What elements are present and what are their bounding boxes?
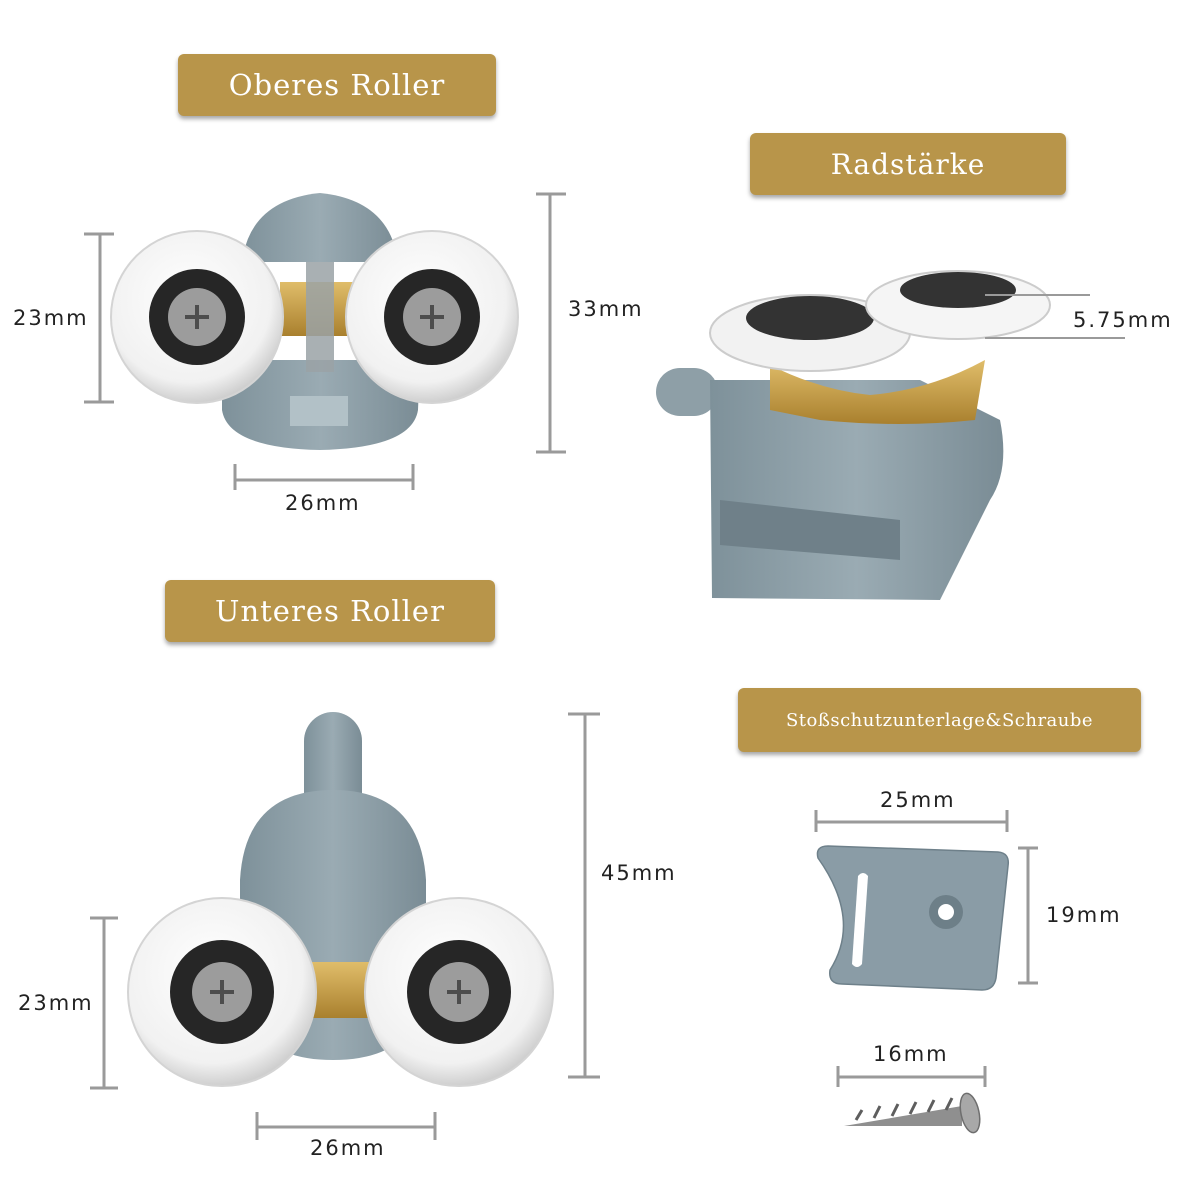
upper-roller-right-wheel (345, 230, 519, 404)
upper-roller-icon (110, 193, 519, 450)
upper-roller-width: 26mm (285, 491, 361, 515)
lower-roller-width: 26mm (310, 1136, 386, 1160)
upper-roller-label: Oberes Roller (178, 54, 496, 116)
upper-roller-height: 33mm (568, 297, 644, 321)
lower-roller-icon (127, 712, 554, 1087)
bumper-pad-icon (816, 845, 1010, 991)
pad-and-screw-label: Stoßschutzunterlage&Schraube (738, 688, 1141, 752)
screw-length: 16mm (873, 1042, 949, 1066)
pad-width: 25mm (880, 788, 956, 812)
side-roller-icon (656, 270, 1051, 600)
screw-dimension-line (836, 1066, 987, 1087)
lower-roller-label: Unteres Roller (165, 580, 495, 642)
wheel-thickness-value: 5.75mm (1073, 308, 1173, 332)
lower-roller-right-wheel (364, 897, 554, 1087)
lower-roller-wheel-diameter: 23mm (18, 991, 94, 1015)
upper-roller-left-wheel (110, 230, 284, 404)
pad-dimension-lines (814, 810, 1038, 985)
pad-height: 19mm (1046, 903, 1122, 927)
wheel-thickness-dimension-lines (985, 294, 1125, 339)
wheel-thickness-label: Radstärke (750, 133, 1066, 195)
lower-roller-dimension-lines (90, 712, 600, 1140)
lower-roller-height: 45mm (601, 861, 677, 885)
upper-roller-dimension-lines (84, 192, 566, 490)
screw-icon (844, 1092, 981, 1134)
upper-roller-wheel-diameter: 23mm (13, 306, 89, 330)
lower-roller-left-wheel (127, 897, 317, 1087)
